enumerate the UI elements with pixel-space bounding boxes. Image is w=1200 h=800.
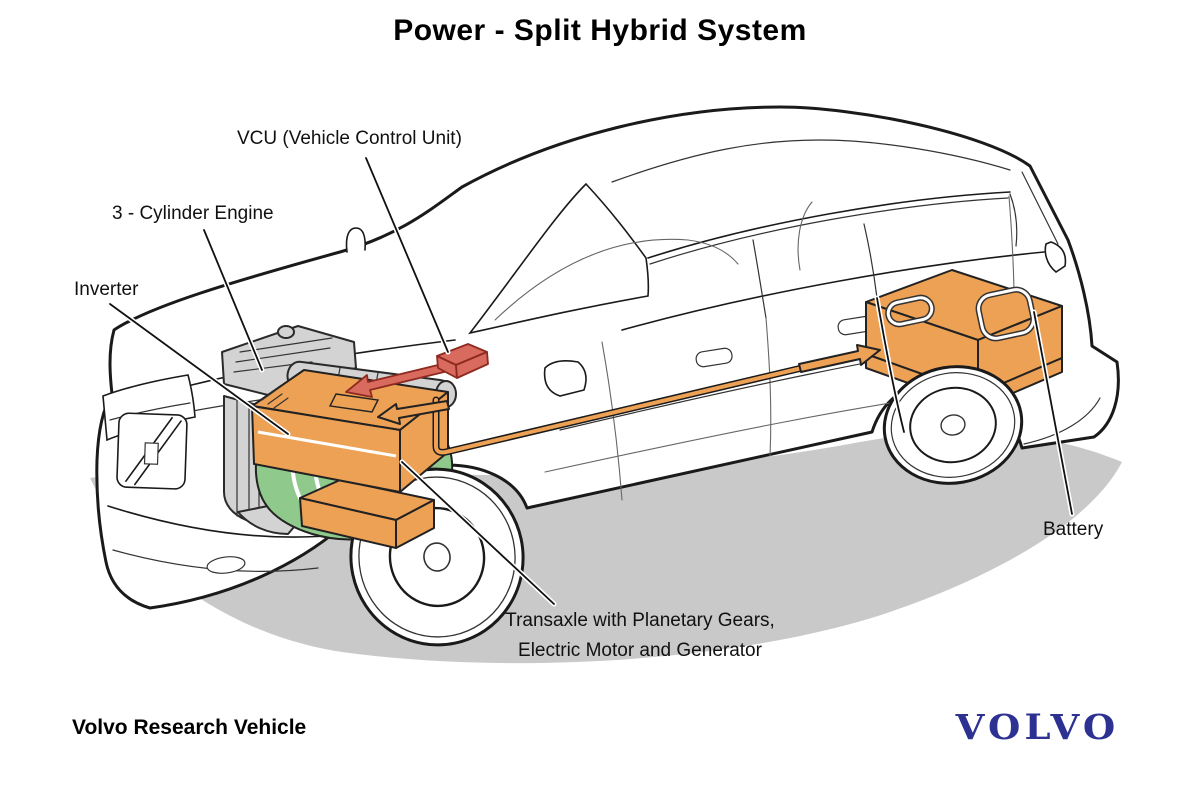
tailgate-inner-line <box>1021 171 1059 245</box>
leader-vcu <box>365 157 449 353</box>
leader-lines <box>107 155 1075 607</box>
window-top-rail-inner <box>649 197 1009 265</box>
headlamp-inner-line <box>109 402 191 421</box>
front-door-handle <box>695 347 733 368</box>
callout-inverter: Inverter <box>74 279 139 300</box>
callout-battery: Battery <box>1043 519 1104 540</box>
cargo-window-rear-edge <box>1009 193 1018 247</box>
rear-lamp <box>1044 241 1067 273</box>
b-pillar <box>752 239 767 319</box>
vcu-unit <box>436 343 489 379</box>
rear-hub <box>940 414 966 436</box>
bumper-top-line <box>107 505 347 538</box>
motor-flow-arrow <box>377 400 450 425</box>
rear-tire-inner <box>890 372 1016 478</box>
front-door-front-seam <box>601 341 623 501</box>
leader-battery <box>1033 311 1073 515</box>
footer-caption: Volvo Research Vehicle <box>72 716 307 739</box>
roof-inner-line <box>611 139 1011 183</box>
beltline <box>621 251 1045 331</box>
rear-wheel <box>882 365 1024 485</box>
cover-rib-2 <box>235 347 331 363</box>
page-title: Power - Split Hybrid System <box>393 14 807 47</box>
callout-transaxle-line2: Electric Motor and Generator <box>518 640 762 661</box>
front-hub <box>423 542 451 572</box>
callout-transaxle: Transaxle with Planetary Gears, Electric… <box>440 606 840 666</box>
interior-through-glass <box>494 238 739 321</box>
callout-vcu: VCU (Vehicle Control Unit) <box>237 128 462 149</box>
battery-handle-large <box>975 286 1037 342</box>
converter-side <box>395 499 435 549</box>
door-mirror <box>543 360 587 397</box>
callout-engine: 3 - Cylinder Engine <box>112 203 274 224</box>
battery-flow-arrow <box>798 344 881 373</box>
leader-transaxle <box>401 461 555 605</box>
windshield <box>468 182 650 335</box>
inverter-top-slot <box>328 393 380 413</box>
dc-converter-box <box>299 479 435 549</box>
seatback-through-glass <box>797 201 813 271</box>
fog-lamp <box>206 556 246 574</box>
battery-handle-small <box>885 294 935 328</box>
volvo-logo: VOLVO <box>955 707 1120 748</box>
inverter-front-groove <box>257 430 397 458</box>
c-pillar <box>863 223 878 299</box>
antenna-base <box>345 227 366 253</box>
rear-bumper-line <box>1023 397 1101 445</box>
front-door-rear-seam <box>765 317 772 457</box>
body-details <box>102 139 1101 574</box>
rear-door-seam-cased <box>874 295 907 435</box>
oil-cap <box>277 325 295 339</box>
leader-inverter <box>109 303 289 435</box>
power-cable <box>377 344 881 456</box>
cable-core <box>434 366 804 455</box>
inverter-corner-ribs <box>261 389 289 409</box>
vcu-side <box>455 351 489 379</box>
front-grille <box>116 412 188 490</box>
window-top-rail <box>647 191 1011 259</box>
leader-engine <box>203 229 263 371</box>
callout-transaxle-line1: Transaxle with Planetary Gears, <box>505 610 775 631</box>
grille-badge <box>143 442 159 465</box>
